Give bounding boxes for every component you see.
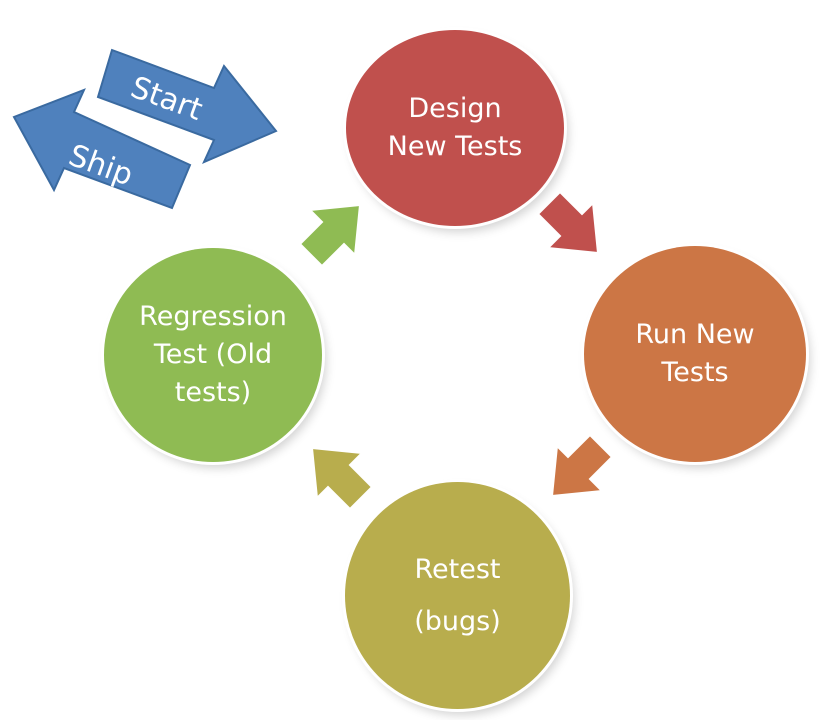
retest-bugs-node: Retest (bugs) xyxy=(345,482,570,709)
start-arrow xyxy=(96,48,278,164)
arrow-retest-to-regression xyxy=(310,446,374,511)
node-label-line: Design xyxy=(408,93,502,124)
node-label-line: tests) xyxy=(174,377,252,408)
node-label-line: Retest xyxy=(414,553,501,585)
node-label-line: Regression xyxy=(139,301,287,332)
arrow-run-to-retest xyxy=(550,433,614,498)
node-label-line: Tests xyxy=(661,357,729,388)
design-new-tests-node: Design New Tests xyxy=(346,30,564,226)
run-new-tests-node: Run New Tests xyxy=(584,246,806,462)
ship-arrow xyxy=(12,88,192,210)
arrow-regression-to-design xyxy=(298,203,362,268)
regression-test-node: Regression Test (Old tests) xyxy=(104,248,322,462)
arrow-design-to-run xyxy=(536,190,600,255)
node-label-line: Test (Old xyxy=(153,339,273,370)
node-label-line: Run New xyxy=(635,319,755,350)
node-label-line: (bugs) xyxy=(414,605,501,637)
node-label-line: New Tests xyxy=(387,131,523,162)
